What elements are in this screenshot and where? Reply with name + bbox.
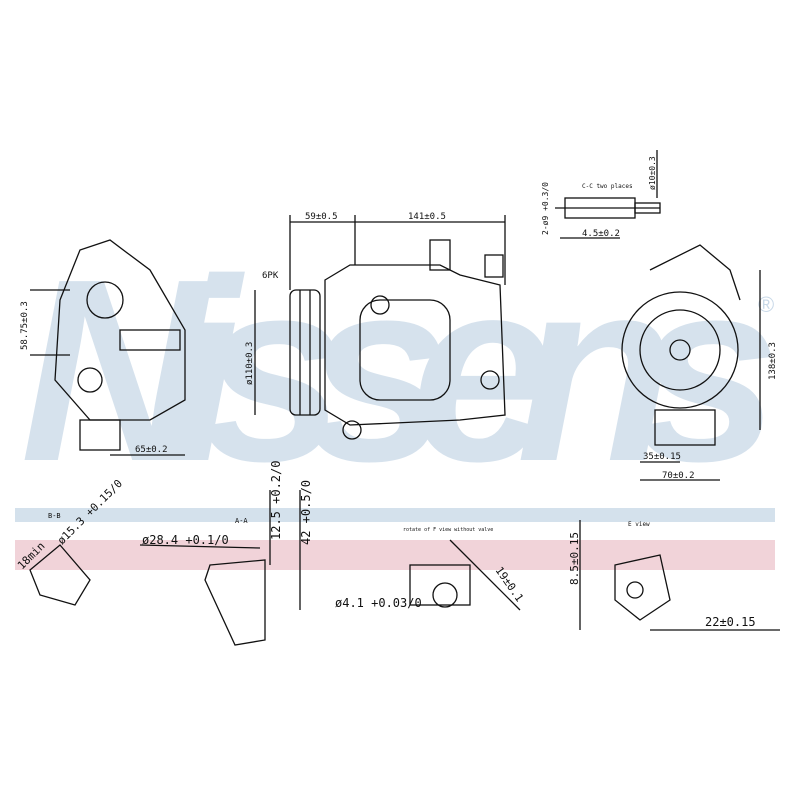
- dim-42: 42 +0.5/0: [299, 480, 313, 545]
- left-side-view: [30, 239, 186, 456]
- bb-section: [29, 544, 91, 606]
- dim-65: 65±0.2: [135, 445, 168, 455]
- nissens-watermark: Nissens: [20, 226, 780, 516]
- dim-8-5: 8.5±0.15: [568, 532, 581, 585]
- dim-4-5: 4.5±0.2: [582, 229, 620, 239]
- rear-view: [621, 244, 761, 481]
- dim-d10: ø10±0.3: [648, 156, 657, 190]
- dim-d110: ø110±0.3: [245, 342, 255, 385]
- dim-6pk: 6PK: [262, 271, 279, 281]
- dim-59: 59±0.5: [305, 212, 338, 222]
- label-bb: B-B: [48, 512, 61, 520]
- cc-section: [555, 150, 661, 239]
- dim-2-d9: 2-ø9 +0.3/0: [541, 182, 550, 235]
- dim-138: 138±0.3: [768, 342, 778, 380]
- dim-141: 141±0.5: [408, 212, 446, 222]
- label-aa: A-A: [235, 517, 248, 525]
- dim-d4-1: ø4.1 +0.03/0: [335, 596, 422, 610]
- dim-58-75: 58.75±0.3: [20, 301, 30, 350]
- dim-22: 22±0.15: [705, 615, 756, 629]
- label-rotate-f-view: rotate of F view without valve: [403, 527, 493, 533]
- dim-d28-4: ø28.4 +0.1/0: [142, 533, 229, 547]
- f-view-detail: [409, 539, 521, 611]
- label-e-view: E view: [628, 521, 650, 528]
- blue-band: [15, 508, 775, 522]
- dim-35: 35±0.15: [643, 452, 681, 462]
- pink-band: [15, 540, 775, 570]
- compressor-views: [29, 150, 780, 646]
- dim-70: 70±0.2: [662, 471, 695, 481]
- front-main-view: [254, 215, 506, 440]
- e-view-detail: [579, 520, 780, 631]
- aa-section: [139, 490, 301, 646]
- label-cc: C-C two places: [582, 183, 633, 190]
- dim-12-5: 12.5 +0.2/0: [269, 461, 283, 540]
- dim-19: 19±0.1: [493, 564, 526, 604]
- registered-mark: ®: [758, 292, 774, 317]
